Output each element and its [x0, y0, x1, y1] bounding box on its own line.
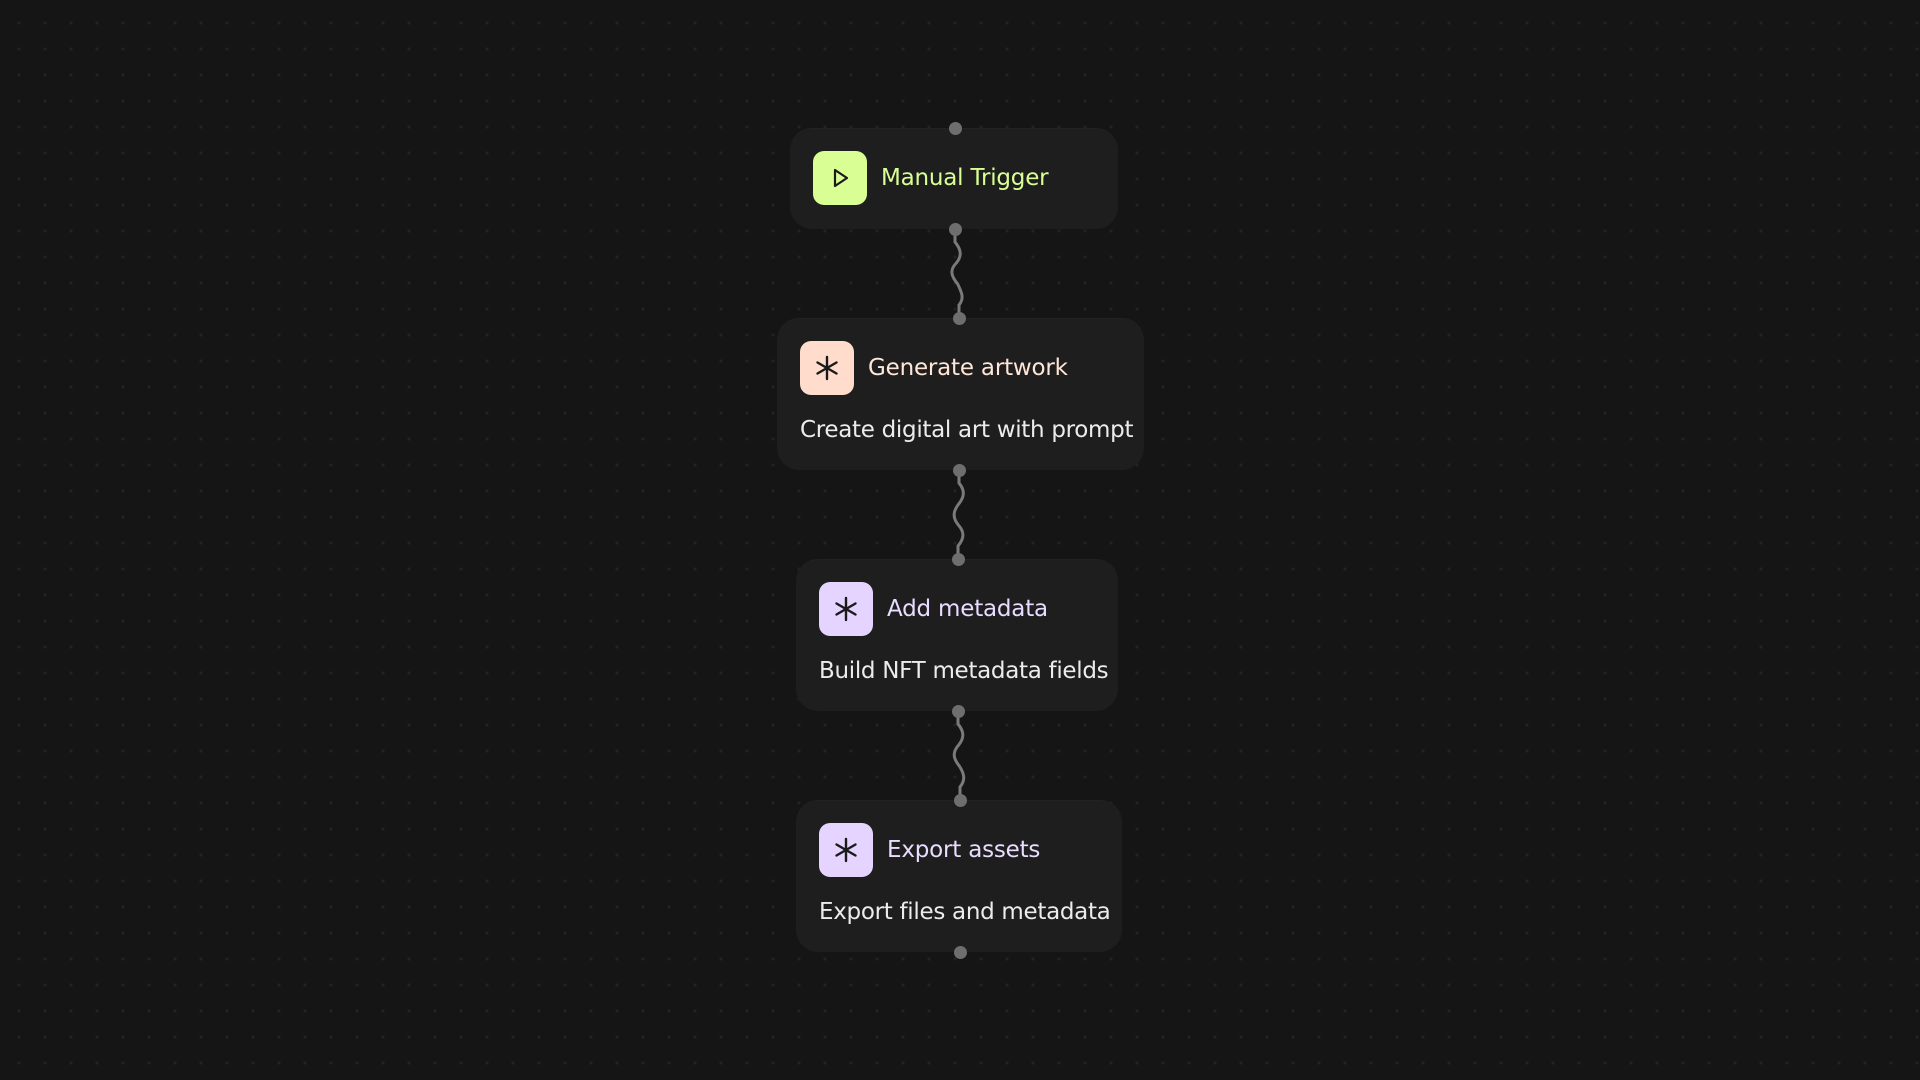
asterisk-icon — [800, 341, 854, 395]
node-description: Export files and metadata — [819, 899, 1111, 925]
node-header: Add metadata — [819, 582, 1095, 636]
input-handle[interactable] — [951, 552, 965, 566]
node-manual-trigger[interactable]: Manual Trigger — [790, 128, 1118, 229]
play-icon — [813, 151, 867, 205]
input-handle[interactable] — [952, 311, 966, 325]
node-title: Add metadata — [887, 596, 1048, 622]
output-handle[interactable] — [952, 463, 966, 477]
node-export-assets[interactable]: Export assets Export files and metadata — [796, 800, 1122, 952]
asterisk-icon — [819, 582, 873, 636]
output-handle[interactable] — [948, 222, 962, 236]
node-description: Create digital art with prompt — [800, 417, 1134, 443]
node-header: Manual Trigger — [813, 151, 1095, 205]
output-handle[interactable] — [953, 945, 967, 959]
input-handle[interactable] — [953, 793, 967, 807]
node-header: Generate artwork — [800, 341, 1121, 395]
input-handle[interactable] — [948, 121, 962, 135]
asterisk-icon — [819, 823, 873, 877]
edge-add-metadata-to-export-assets[interactable] — [952, 709, 966, 802]
edge-generate-artwork-to-add-metadata[interactable] — [952, 468, 965, 561]
node-description: Build NFT metadata fields — [819, 658, 1109, 684]
node-title: Manual Trigger — [881, 165, 1049, 191]
node-title: Export assets — [887, 837, 1041, 863]
node-generate-artwork[interactable]: Generate artwork Create digital art with… — [777, 318, 1144, 470]
output-handle[interactable] — [951, 704, 965, 718]
node-header: Export assets — [819, 823, 1099, 877]
edge-manual-trigger-to-generate-artwork[interactable] — [950, 227, 964, 320]
node-title: Generate artwork — [868, 355, 1068, 381]
node-add-metadata[interactable]: Add metadata Build NFT metadata fields — [796, 559, 1118, 711]
